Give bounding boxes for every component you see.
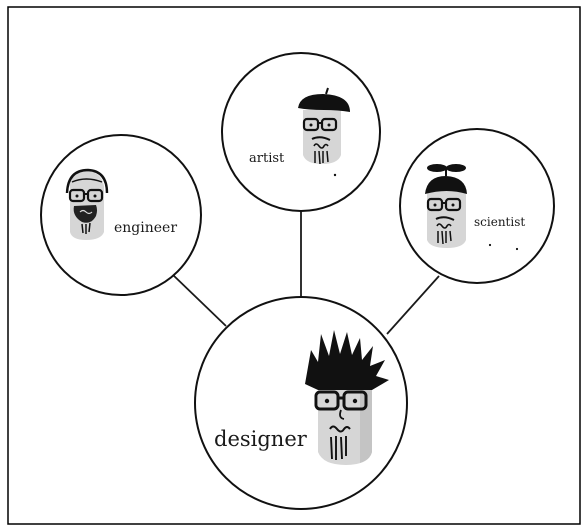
scientist-dot-2 (515, 247, 519, 251)
artist-dot (333, 173, 337, 177)
connectors (171, 211, 440, 335)
scientist-label: scientist (474, 215, 525, 229)
node-artist-circle (221, 52, 381, 212)
node-scientist: scientist (399, 128, 555, 284)
connector-scientist-designer (386, 275, 440, 335)
node-scientist-circle (399, 128, 555, 284)
designer-label: designer (214, 427, 308, 451)
engineer-face-icon (65, 168, 109, 240)
scientist-face-icon (425, 164, 467, 248)
connector-engineer-designer (171, 273, 227, 327)
scientist-dot-1 (488, 243, 492, 247)
node-engineer-circle (40, 134, 202, 296)
node-engineer: engineer (40, 134, 202, 296)
artist-label: artist (249, 151, 285, 166)
artist-face-icon (298, 87, 350, 165)
node-artist: artist (221, 52, 381, 212)
engineer-label: engineer (114, 220, 177, 236)
designer-face-icon (305, 330, 389, 465)
node-designer-circle (194, 296, 408, 510)
node-designer: designer (194, 296, 408, 510)
